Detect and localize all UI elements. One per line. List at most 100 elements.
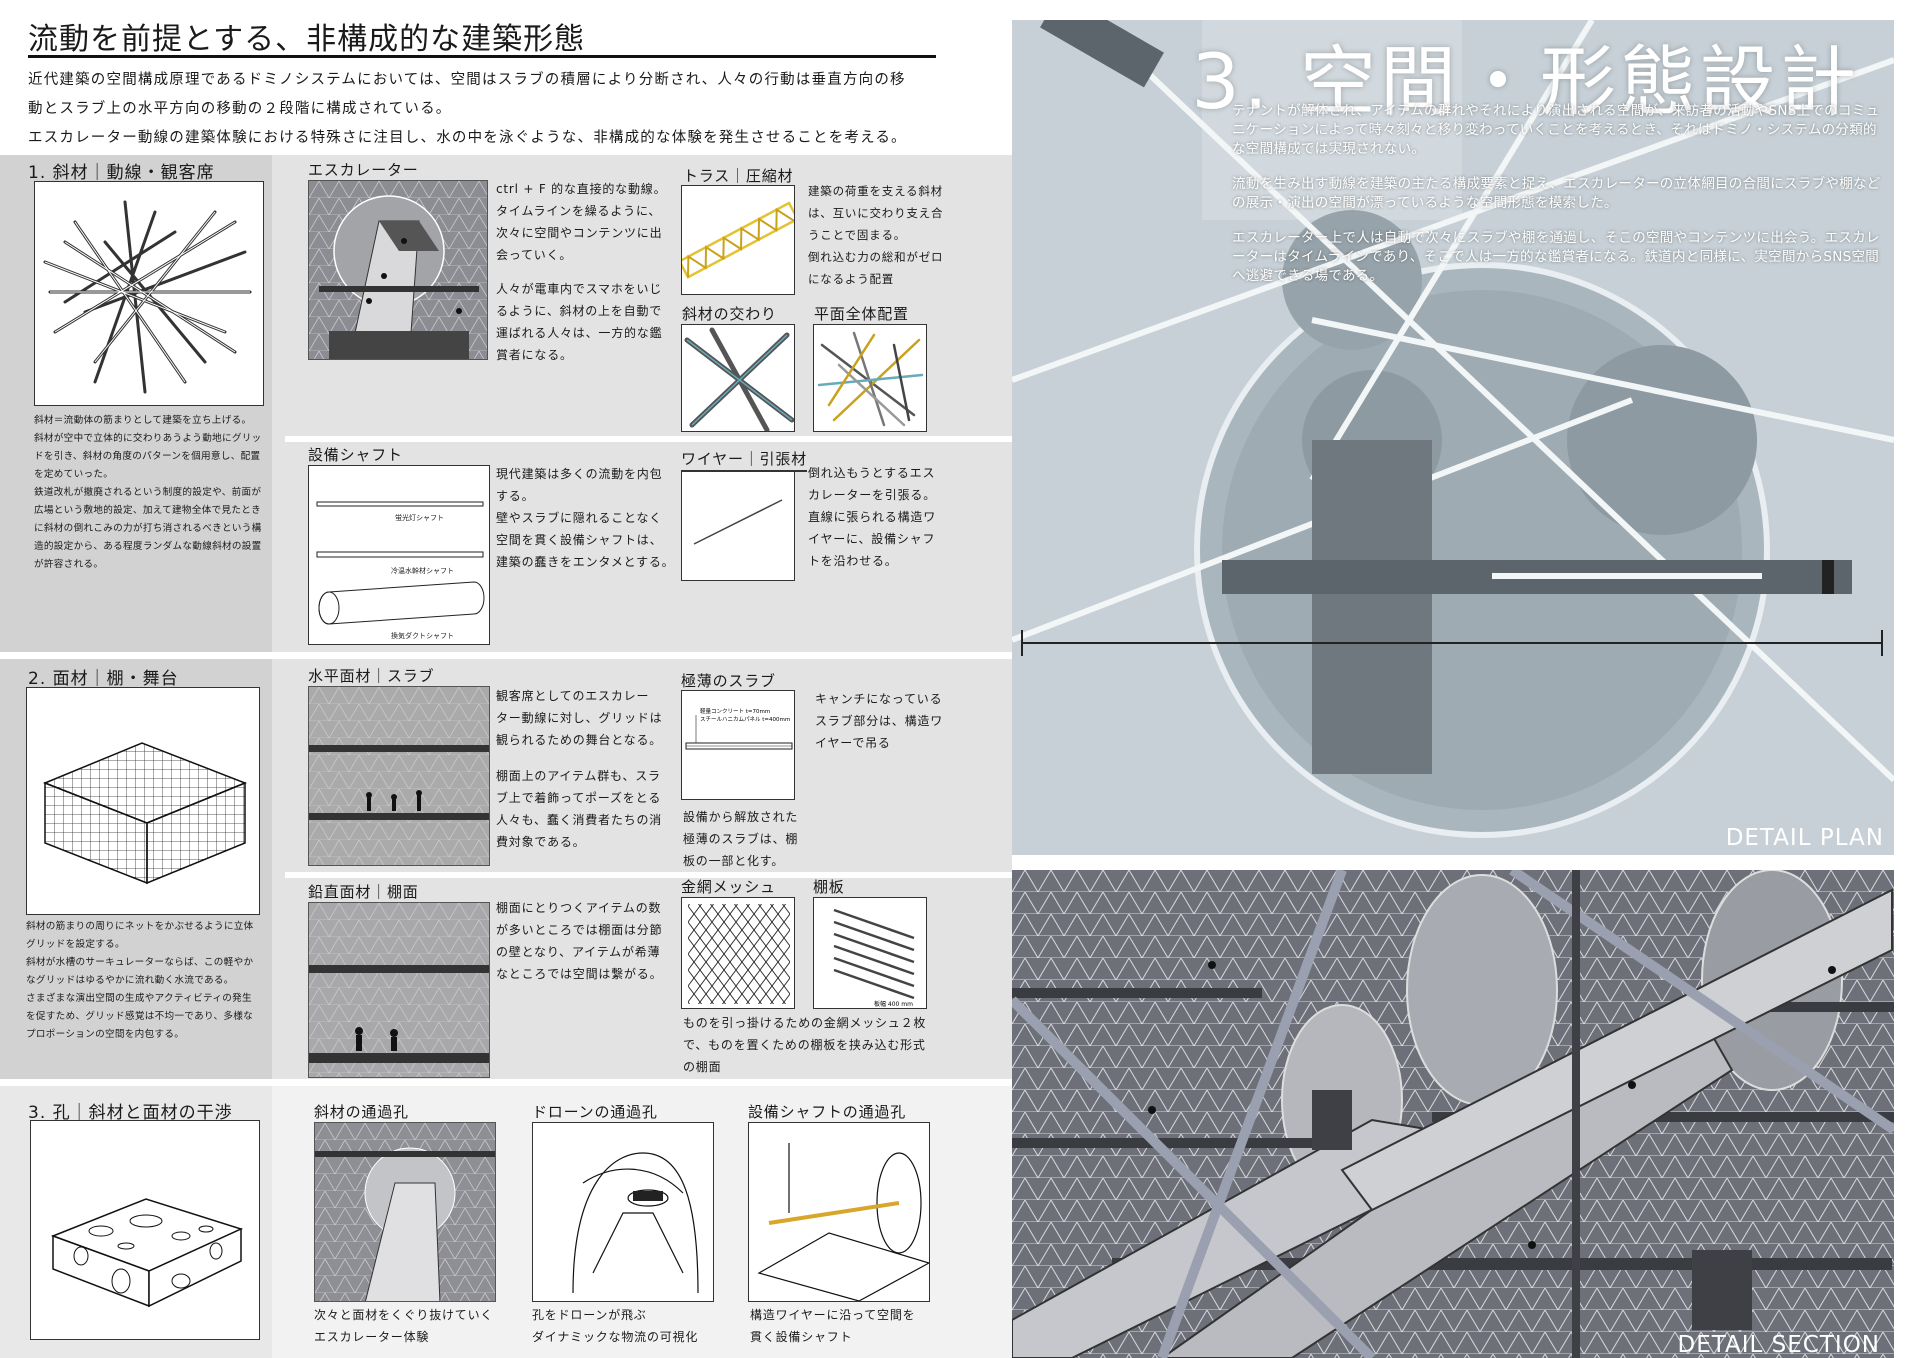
intro-line: 動とスラブ上の水平方向の移動の２段階に構成されている。 (28, 101, 452, 117)
page-title: 流動を前提とする、非構成的な建築形態 (28, 22, 586, 57)
text-line: 人々が電車内でスマホをいじ (496, 282, 663, 296)
desc-line: 広場という敷地的設定、加えて建物全体で見たとき (34, 505, 262, 516)
section2-description: 斜材の筋まりの周りにネットをかぶせるように立体 グリッドを設定する。 斜材が水槽… (26, 918, 271, 1044)
text-line: 構造ワイヤーに沿って空間を (750, 1308, 916, 1322)
cross-diagram (681, 324, 795, 432)
separator (0, 652, 1012, 659)
text-line: 費対象である。 (496, 835, 586, 849)
text-line: が多いところでは棚面は分節 (496, 923, 663, 937)
text-line: する。 (496, 489, 535, 503)
hole2-diagram (532, 1122, 714, 1302)
separator (285, 872, 1012, 878)
cross-label: 斜材の交わり (682, 305, 777, 323)
section3-title: 3. 孔｜斜材と面材の干渉 (28, 1103, 233, 1123)
text-line: 直線に張られる構造ワ (808, 510, 937, 524)
text-line: 極薄のスラブは、棚 (683, 832, 799, 846)
statement-paragraph: テナントが解体され、アイテムの群れやそれにより演出される空間が、来訪者の活動やS… (1232, 103, 1880, 157)
hole1-text: 次々と面材をくぐり抜けていく エスカレーター体験 (314, 1304, 504, 1348)
shelf-note: 板幅 400 mm (874, 1000, 913, 1008)
thin-slab-note-1: 軽量コンクリート t=70mm (700, 707, 770, 715)
text-line: は、互いに交わり支え合 (808, 206, 944, 220)
shaft-diagram: 蛍光灯シャフト 冷温水幹材シャフト 換気ダクトシャフト (308, 465, 490, 645)
shelf-diagram: 板幅 400 mm (813, 897, 927, 1009)
text-line: ctrl + F 的な直接的な動線。 (496, 182, 667, 196)
vertical-panel-photo (308, 902, 490, 1078)
slab-text: 観客席としてのエスカレー ター動線に対し、グリッドは 観られるための舞台となる。… (496, 685, 676, 853)
title-rule (28, 55, 936, 58)
truss-text: 建築の荷重を支える斜材 は、互いに交わり支え合 うことで固まる。 倒れ込む力の総… (808, 180, 978, 290)
desc-line: グリッドを設定する。 (26, 939, 125, 950)
wire-label: ワイヤー｜引張材 (681, 448, 807, 472)
hole3-label: 設備シャフトの通過孔 (748, 1103, 907, 1121)
statement-paragraph: エスカレーター上で人は自動で次々にスラブや棚を通過し、そこの空間やコンテンツに出… (1232, 230, 1880, 284)
desc-line: 鉄道改札が撤廃されるという制度的設定や、前面が (34, 487, 262, 498)
text-line: 壁やスラブに隠れることなく (496, 511, 663, 525)
escalator-text: ctrl + F 的な直接的な動線。 タイムラインを繰るように、 次々に空間やコ… (496, 178, 676, 366)
text-line: 賞者になる。 (496, 348, 573, 362)
statement-paragraph: 流動を生み出す動線を建築の主たる構成要素と捉え、エスカレーターの立体網目の合間に… (1232, 176, 1881, 211)
text-line: の棚面 (683, 1060, 722, 1074)
text-line: 次々に空間やコンテンツに出 (496, 226, 663, 240)
separator (285, 436, 1012, 442)
text-line: エスカレーター体験 (314, 1330, 430, 1344)
detail-plan-drawing (1012, 20, 1894, 855)
diagonal-members-diagram (34, 181, 264, 406)
thin-slab-diagram: 軽量コンクリート t=70mm スチールハニカムパネル t=400mm (681, 690, 795, 800)
holes-diagram (30, 1120, 260, 1340)
detail-section-drawing (1012, 870, 1894, 1358)
section1-description: 斜材＝流動体の筋まりとして建築を立ち上げる。 斜材が空中で立体的に交わりあうよう… (34, 412, 274, 574)
desc-line: 斜材が水槽のサーキュレーターならば、この軽やか (26, 957, 254, 968)
section-heading: 3. 空間・形態設計 (1191, 37, 1860, 126)
desc-line: を促すため、グリッド感覚は不均一であり、多様な (26, 1011, 254, 1022)
wire-text: 倒れ込もうとするエス カレーターを引張る。 直線に張られる構造ワ イヤーに、設備… (808, 462, 978, 572)
text-line: 孔をドローンが飛ぶ (532, 1308, 647, 1322)
hole1-photo (314, 1122, 496, 1302)
vertical-panel-text: 棚面にとりつくアイテムの数 が多いところでは棚面は分節 の壁となり、アイテムが希… (496, 897, 676, 985)
wire-diagram (681, 471, 795, 581)
desc-line: 斜材の筋まりの周りにネットをかぶせるように立体 (26, 921, 254, 932)
text-line: 会っていく。 (496, 248, 573, 262)
text-line: イヤーで吊る (815, 736, 891, 750)
shaft-text: 現代建築は多くの流動を内包 する。 壁やスラブに隠れることなく 空間を貫く設備シ… (496, 463, 676, 573)
desc-line: 斜材が空中で立体的に交わりあうよう動地にグリッ (34, 433, 262, 444)
thin-slab-note-2: スチールハニカムパネル t=400mm (700, 716, 790, 723)
desc-line: 斜材＝流動体の筋まりとして建築を立ち上げる。 (34, 415, 252, 426)
mesh-text: ものを引っ掛けるための金網メッシュ２枚 で、ものを置くための棚板を挟み込む形式 … (683, 1012, 1003, 1078)
mesh-diagram (681, 897, 795, 1009)
text-line: 観客席としてのエスカレー (496, 689, 650, 703)
escalator-photo (308, 180, 488, 360)
shaft-label-1: 蛍光灯シャフト (395, 513, 444, 522)
section2-title: 2. 面材｜棚・舞台 (28, 669, 179, 689)
detail-section: DETAIL SECTION (1012, 870, 1894, 1358)
intro-line: 近代建築の空間構成原理であるドミノシステムにおいては、空間はスラブの積層により分… (28, 72, 906, 88)
text-line: 観られるための舞台となる。 (496, 733, 663, 747)
desc-line: を定めていった。 (34, 469, 114, 480)
text-line: 棚面にとりつくアイテムの数 (496, 901, 662, 915)
desc-line: なグリッドはゆるやかに流れ動く水流である。 (26, 975, 234, 986)
text-line: キャンチになっている (815, 692, 943, 706)
intro-text: 近代建築の空間構成原理であるドミノシステムにおいては、空間はスラブの積層により分… (28, 66, 948, 153)
detail-section-caption: DETAIL SECTION (1677, 1332, 1880, 1358)
text-line: 棚面上のアイテム群も、スラ (496, 769, 661, 783)
separator (0, 1079, 1012, 1086)
text-line: タイムラインを繰るように、 (496, 204, 662, 218)
hole3-diagram (748, 1122, 930, 1302)
shelf-label: 棚板 (813, 878, 845, 896)
plan-all-label: 平面全体配置 (814, 305, 909, 323)
text-line: 倒れ込もうとするエス (808, 466, 936, 480)
truss-diagram (681, 185, 795, 295)
shaft-label-3: 換気ダクトシャフト (391, 631, 454, 640)
desc-line: プロポーションの空間を内包する。 (26, 1029, 185, 1040)
desc-line: 造的設定から、ある程度ランダムな動線斜材の設置 (34, 541, 262, 552)
text-line: ター動線に対し、グリッドは (496, 711, 663, 725)
text-line: 現代建築は多くの流動を内包 (496, 467, 663, 481)
intro-line: エスカレーター動線の建築体験における特殊さに注目し、水の中を泳ぐような、非構成的… (28, 130, 907, 146)
thin-slab-text-2: キャンチになっている スラブ部分は、構造ワ イヤーで吊る (815, 688, 985, 754)
slab-photo (308, 686, 490, 866)
text-line: 設備から解放された (683, 810, 799, 824)
text-line: トを沿わせる。 (808, 554, 898, 568)
design-statement: テナントが解体され、アイテムの群れやそれにより演出される空間が、来訪者の活動やS… (1232, 102, 1882, 302)
text-line: スラブ部分は、構造ワ (815, 714, 944, 728)
thin-slab-text: 設備から解放された 極薄のスラブは、棚 板の一部と化す。 (683, 806, 808, 872)
